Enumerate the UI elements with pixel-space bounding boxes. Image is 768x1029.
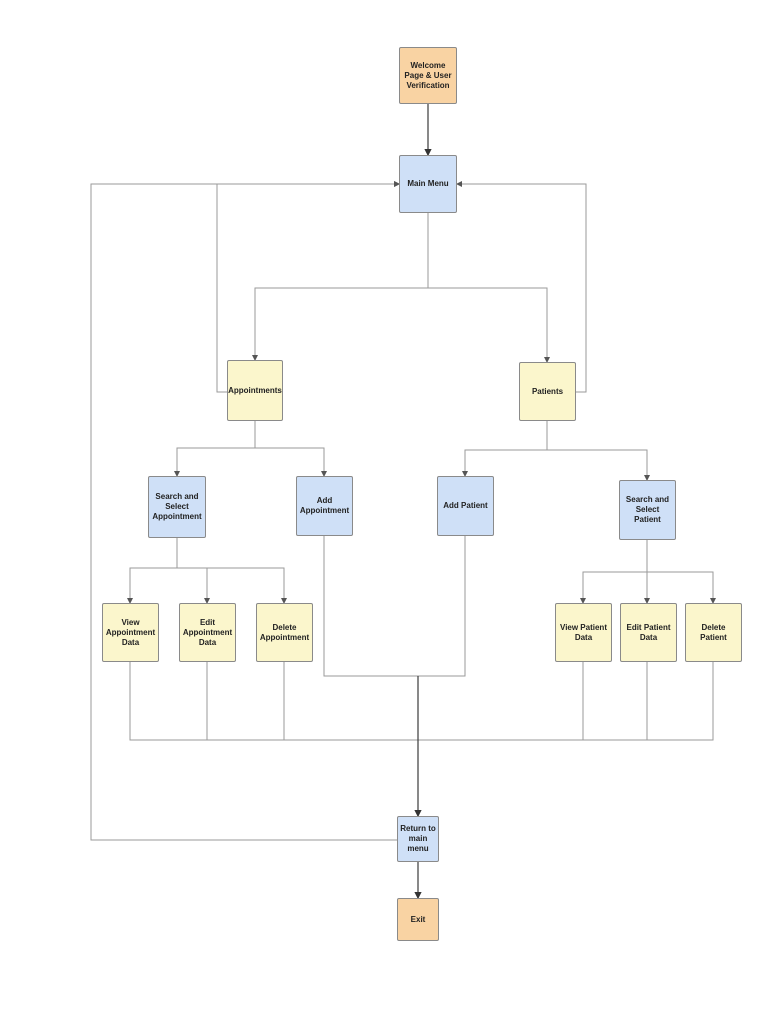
appointments-node: Appointments [227, 360, 283, 421]
edit-appointment-node: Edit Appointment Data [179, 603, 236, 662]
main-menu-node: Main Menu [399, 155, 457, 213]
search-appointment-node: Search and Select Appointment [148, 476, 206, 538]
edge-return-loop [90, 181, 400, 841]
edge-to-add-appointment [255, 447, 327, 477]
edge-to-view-appointment [127, 567, 177, 604]
edge-patients-back [456, 181, 587, 393]
add-appointment-node: Add Appointment [296, 476, 353, 536]
edge-add-merge [323, 536, 466, 677]
search-patient-node: Search and Select Patient [619, 480, 676, 540]
edge-to-delete-patient [647, 571, 716, 604]
edge-to-delete-appointment [177, 567, 287, 604]
welcome-node: Welcome Page & User Verification [399, 47, 457, 104]
edge-delete-patient-down [418, 662, 714, 741]
add-patient-node: Add Patient [437, 476, 494, 536]
return-menu-node: Return to main menu [397, 816, 439, 862]
edge-view-appointment-down [129, 662, 418, 741]
edge-to-search-patient [547, 449, 650, 481]
edge-to-add-patient [462, 449, 547, 477]
patients-node: Patients [519, 362, 576, 421]
edge-to-view-patient [580, 571, 647, 604]
exit-node: Exit [397, 898, 439, 941]
view-appointment-node: View Appointment Data [102, 603, 159, 662]
view-patient-node: View Patient Data [555, 603, 612, 662]
edit-patient-node: Edit Patient Data [620, 603, 677, 662]
delete-appointment-node: Delete Appointment [256, 603, 313, 662]
delete-patient-node: Delete Patient [685, 603, 742, 662]
edge-to-edit-appointment [177, 567, 210, 604]
edge-split-patients [428, 287, 550, 363]
edge-to-search-appointment [174, 447, 255, 477]
edge-split-appointments [252, 287, 428, 361]
